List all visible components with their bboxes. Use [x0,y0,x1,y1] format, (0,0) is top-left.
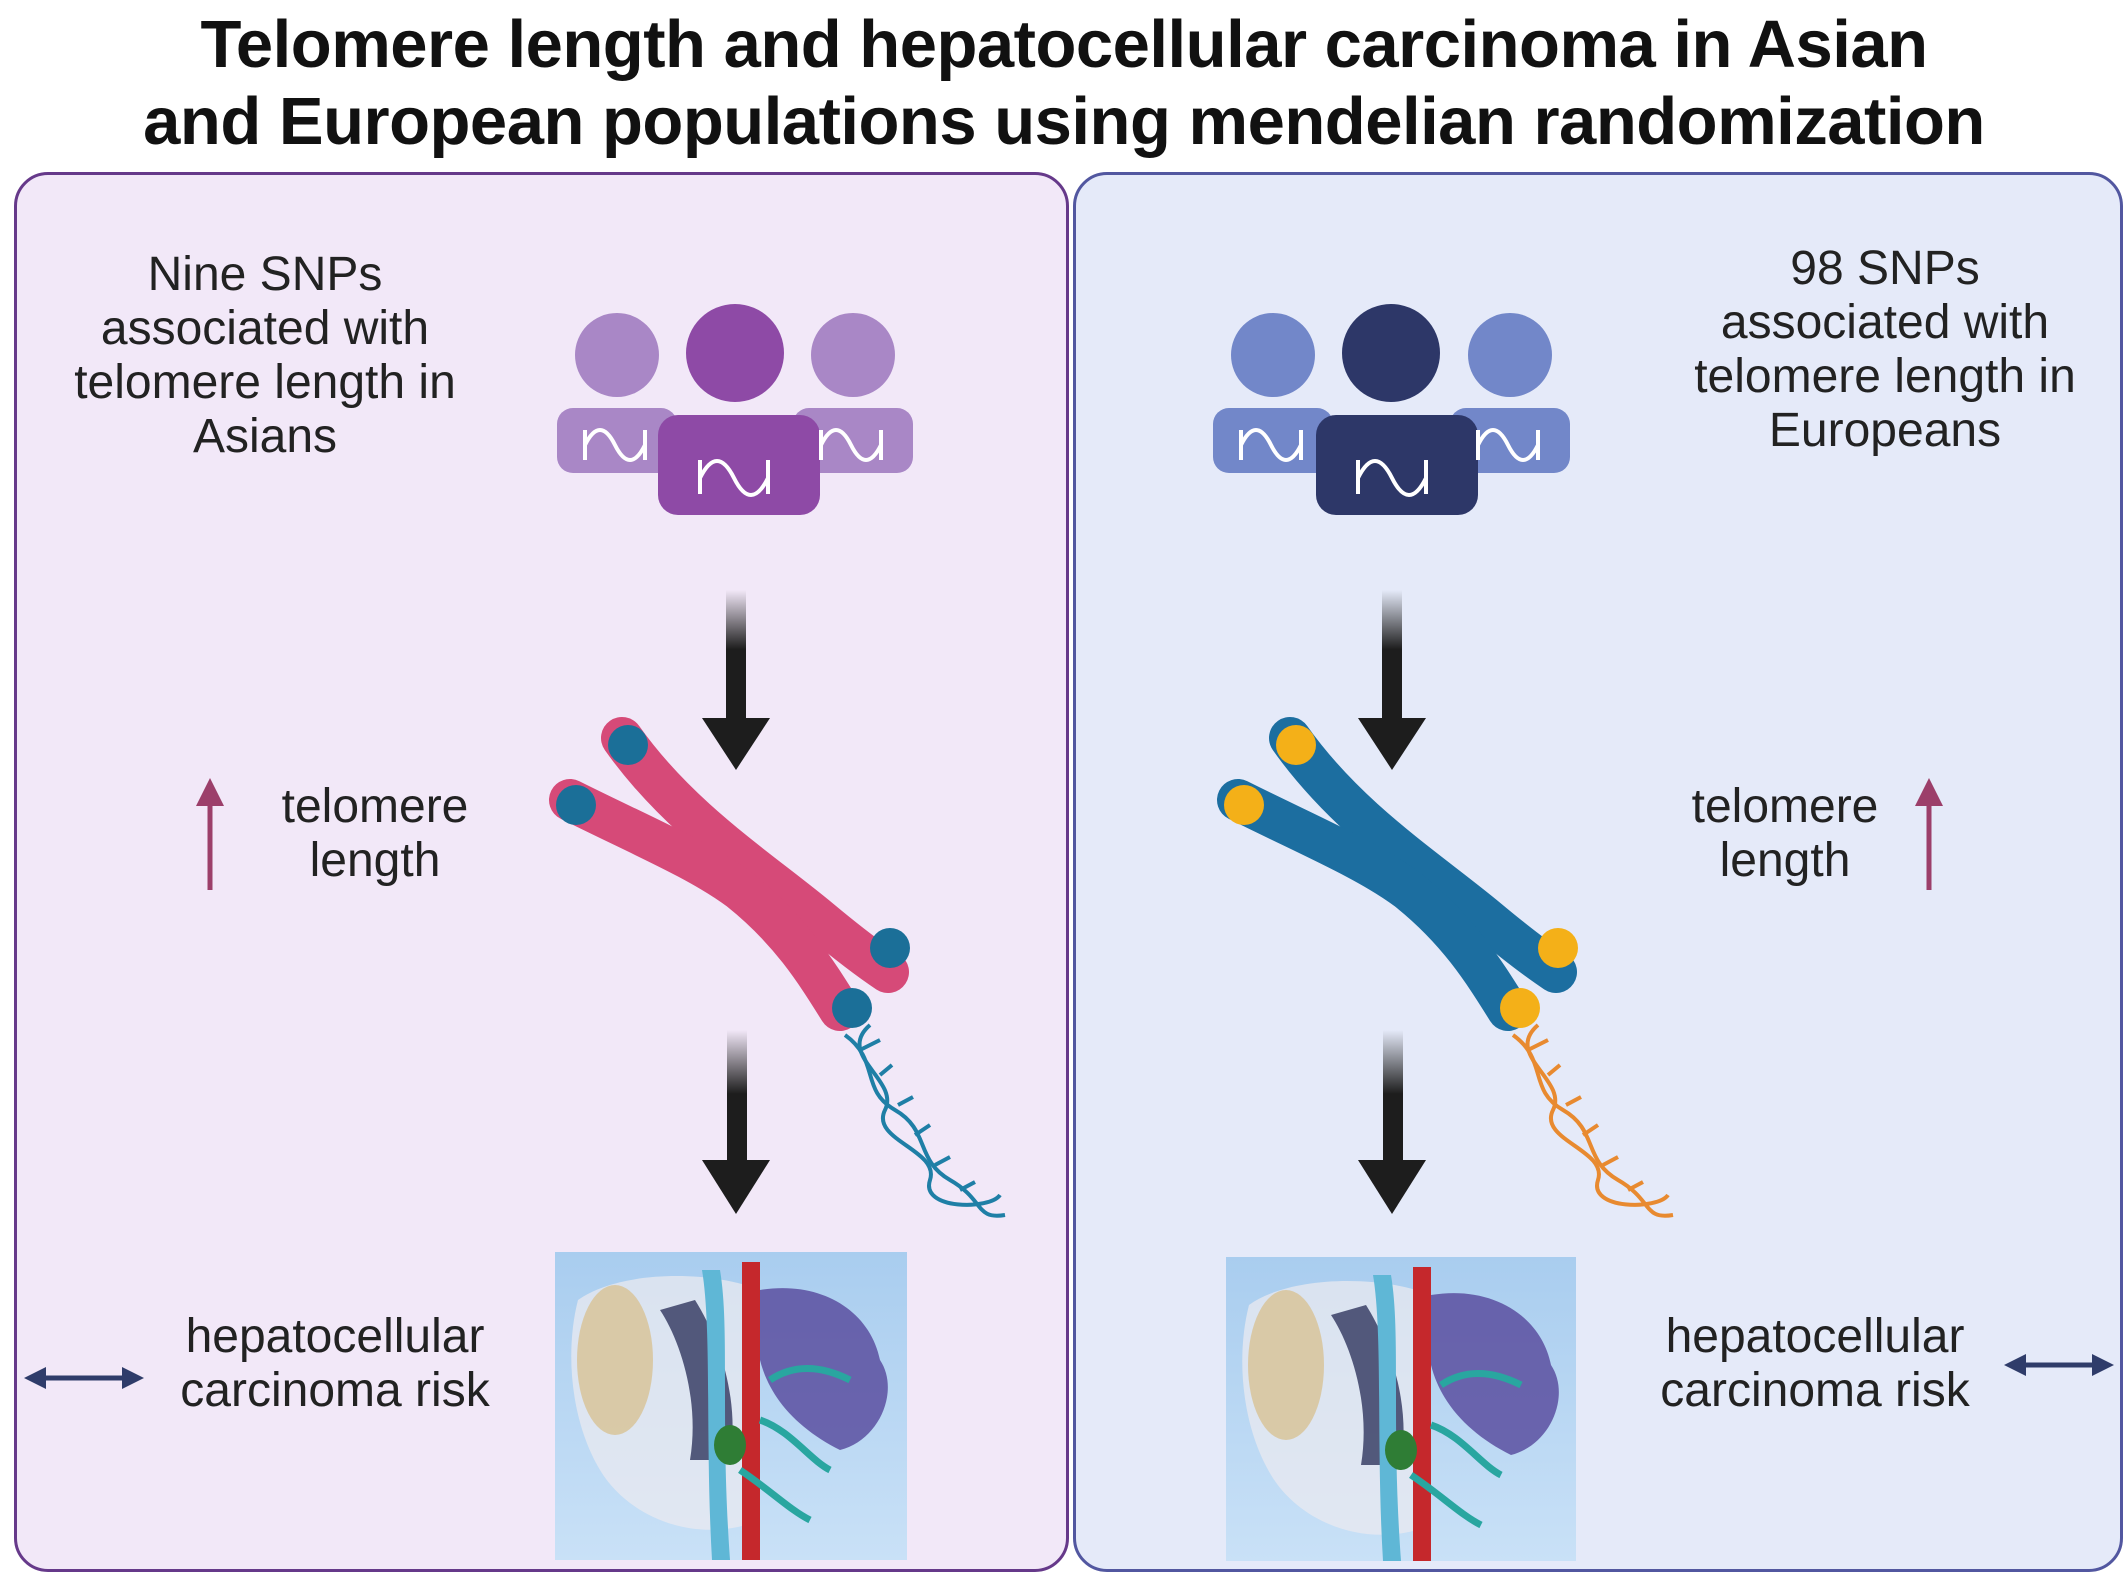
european-liver-image [1226,1257,1576,1561]
asian-risk-label: hepatocellular carcinoma risk [180,1310,490,1417]
european-chromosome-icon [1217,717,1578,1031]
title-line-2: and European populations using mendelian… [143,84,1985,159]
asian-flow-arrow-2 [702,1030,770,1214]
european-people-icon [1213,304,1570,515]
european-telomere-label: telomere length [1691,780,1879,887]
european-dna-helix [1511,1023,1674,1218]
figure-title: Telomere length and hepatocellular carci… [0,6,2128,160]
asian-dna-helix [843,1023,1006,1218]
asian-chromosome-icon [549,717,910,1031]
european-snp-label: 98 SNPs associated with telomere length … [1694,242,2076,457]
asian-increase-arrow [196,778,224,890]
title-line-1: Telomere length and hepatocellular carci… [200,7,1928,82]
european-null-association-arrow [2004,1354,2114,1376]
european-flow-arrow-2 [1358,1030,1426,1214]
european-flow-arrow-1 [1358,590,1426,770]
asian-snp-label: Nine SNPs associated with telomere lengt… [74,248,456,463]
asian-liver-image [555,1252,907,1560]
asian-null-association-arrow [24,1367,144,1389]
european-risk-label: hepatocellular carcinoma risk [1660,1310,1970,1417]
european-increase-arrow [1915,778,1943,890]
asian-telomere-label: telomere length [281,780,469,887]
asian-flow-arrow-1 [702,590,770,770]
asian-people-icon [557,304,913,515]
